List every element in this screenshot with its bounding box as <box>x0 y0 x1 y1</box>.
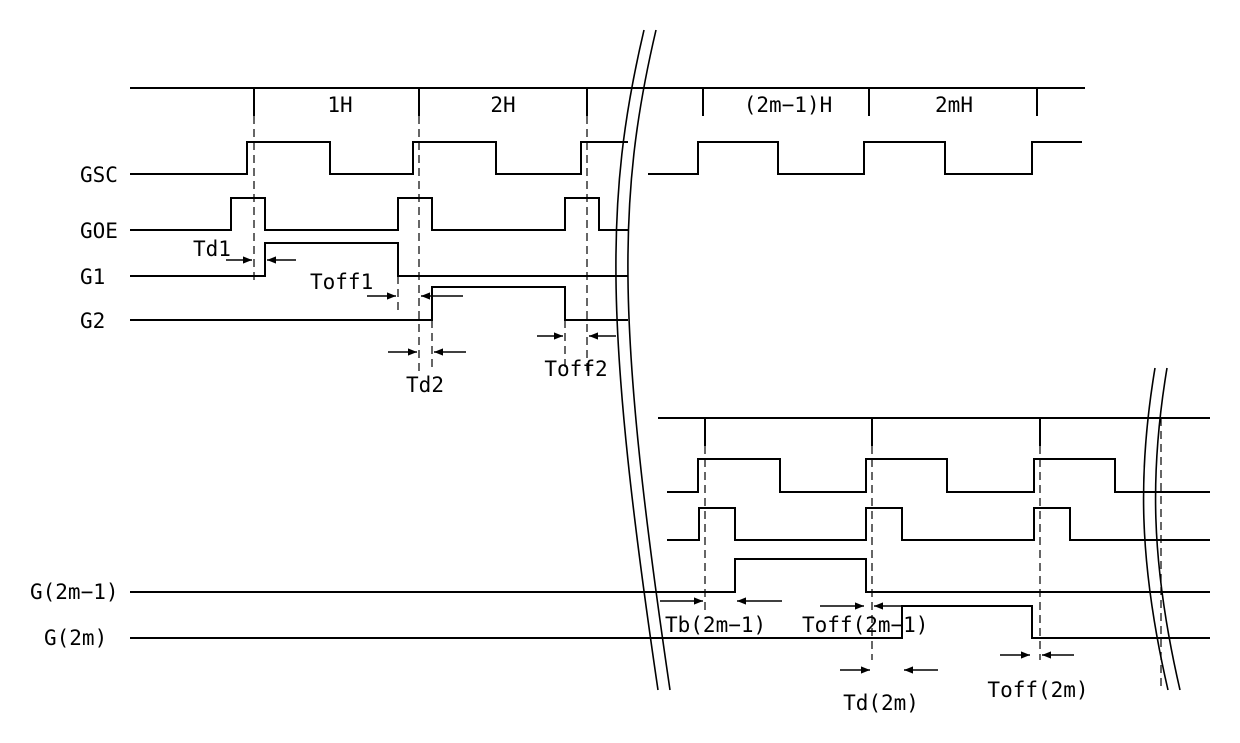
label-td-2m: Td(2m) <box>843 691 919 715</box>
break-mark-right <box>1144 368 1180 690</box>
g2m-1-waveform <box>130 559 1210 592</box>
period-label-2mh: 2mH <box>935 93 973 117</box>
signal-label-goe: GOE <box>80 219 118 243</box>
period-label-1h: 1H <box>327 93 352 117</box>
label-toff-2m-1: Toff(2m−1) <box>802 613 928 637</box>
gsc-waveform <box>130 142 628 174</box>
signal-label-g2m: G(2m) <box>44 626 107 650</box>
label-toff1: Toff1 <box>310 270 373 294</box>
label-td1: Td1 <box>193 237 231 261</box>
period-label-2m-1h: (2m−1)H <box>744 93 833 117</box>
signal-label-gsc: GSC <box>80 163 118 187</box>
label-tb-2m-1: Tb(2m−1) <box>665 613 766 637</box>
goe-waveform <box>130 198 628 230</box>
goe-bottom-waveform <box>667 508 1210 540</box>
signal-label-g2: G2 <box>80 309 105 333</box>
signal-label-g2m-1: G(2m−1) <box>30 580 119 604</box>
label-toff-2m: Toff(2m) <box>987 678 1088 702</box>
label-td2: Td2 <box>406 373 444 397</box>
bottom-timeline <box>658 418 1210 446</box>
signal-label-g1: G1 <box>80 265 105 289</box>
gsc-waveform-continued <box>648 142 1082 174</box>
g2-waveform <box>130 287 628 320</box>
label-toff2: Toff2 <box>544 357 607 381</box>
gsc-bottom-waveform <box>667 459 1210 492</box>
period-label-2h: 2H <box>490 93 515 117</box>
